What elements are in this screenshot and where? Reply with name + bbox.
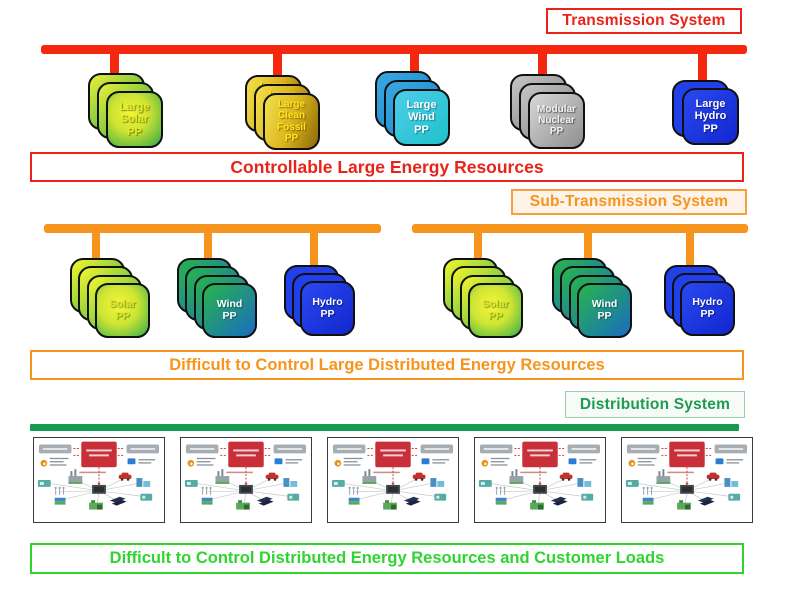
hydro-pp-card: Hydro PP <box>300 281 355 336</box>
sub-transmission-system-label: Sub-Transmission System <box>511 189 747 215</box>
derms-microgrid-thumbnail <box>327 437 459 523</box>
large-solar-pp-card: Large Solar PP <box>106 91 163 148</box>
wind-pp-card: Wind PP <box>577 283 632 338</box>
sub-transmission-drop-line <box>92 229 100 285</box>
solar-pp-card: Solar PP <box>468 283 523 338</box>
derms-microgrid-graphic <box>34 438 164 522</box>
distribution-system-label: Distribution System <box>565 391 745 418</box>
sub-transmission-drop-line <box>584 229 592 285</box>
sub-transmission-bus-right <box>412 224 748 233</box>
derms-microgrid-thumbnail <box>33 437 165 523</box>
derms-microgrid-graphic <box>328 438 458 522</box>
difficult-large-resources-band: Difficult to Control Large Distributed E… <box>30 350 744 380</box>
sub-transmission-drop-line <box>474 229 482 285</box>
transmission-drop-line <box>273 50 282 98</box>
transmission-system-label: Transmission System <box>546 8 742 34</box>
derms-microgrid-thumbnail <box>180 437 312 523</box>
derms-microgrid-graphic <box>622 438 752 522</box>
derms-microgrid-thumbnail <box>474 437 606 523</box>
modular-nuclear-pp-card: Modular Nuclear PP <box>528 92 585 149</box>
derms-microgrid-thumbnail <box>621 437 753 523</box>
large-hydro-pp-card: Large Hydro PP <box>682 88 739 145</box>
solar-pp-card: Solar PP <box>95 283 150 338</box>
transmission-drop-line <box>698 50 707 98</box>
transmission-bus <box>41 45 747 54</box>
difficult-distributed-resources-band: Difficult to Control Distributed Energy … <box>30 543 744 574</box>
large-wind-pp-card: Large Wind PP <box>393 89 450 146</box>
wind-pp-card: Wind PP <box>202 283 257 338</box>
sub-transmission-bus-left <box>44 224 381 233</box>
derms-microgrid-graphic <box>181 438 311 522</box>
distribution-bus <box>30 424 739 431</box>
controllable-large-resources-band: Controllable Large Energy Resources <box>30 152 744 182</box>
sub-transmission-drop-line <box>310 229 318 285</box>
derms-microgrid-graphic <box>475 438 605 522</box>
sub-transmission-drop-line <box>686 229 694 285</box>
hydro-pp-card: Hydro PP <box>680 281 735 336</box>
large-clean-fossil-pp-card: Large Clean Fossil PP <box>263 93 320 150</box>
sub-transmission-drop-line <box>204 229 212 285</box>
